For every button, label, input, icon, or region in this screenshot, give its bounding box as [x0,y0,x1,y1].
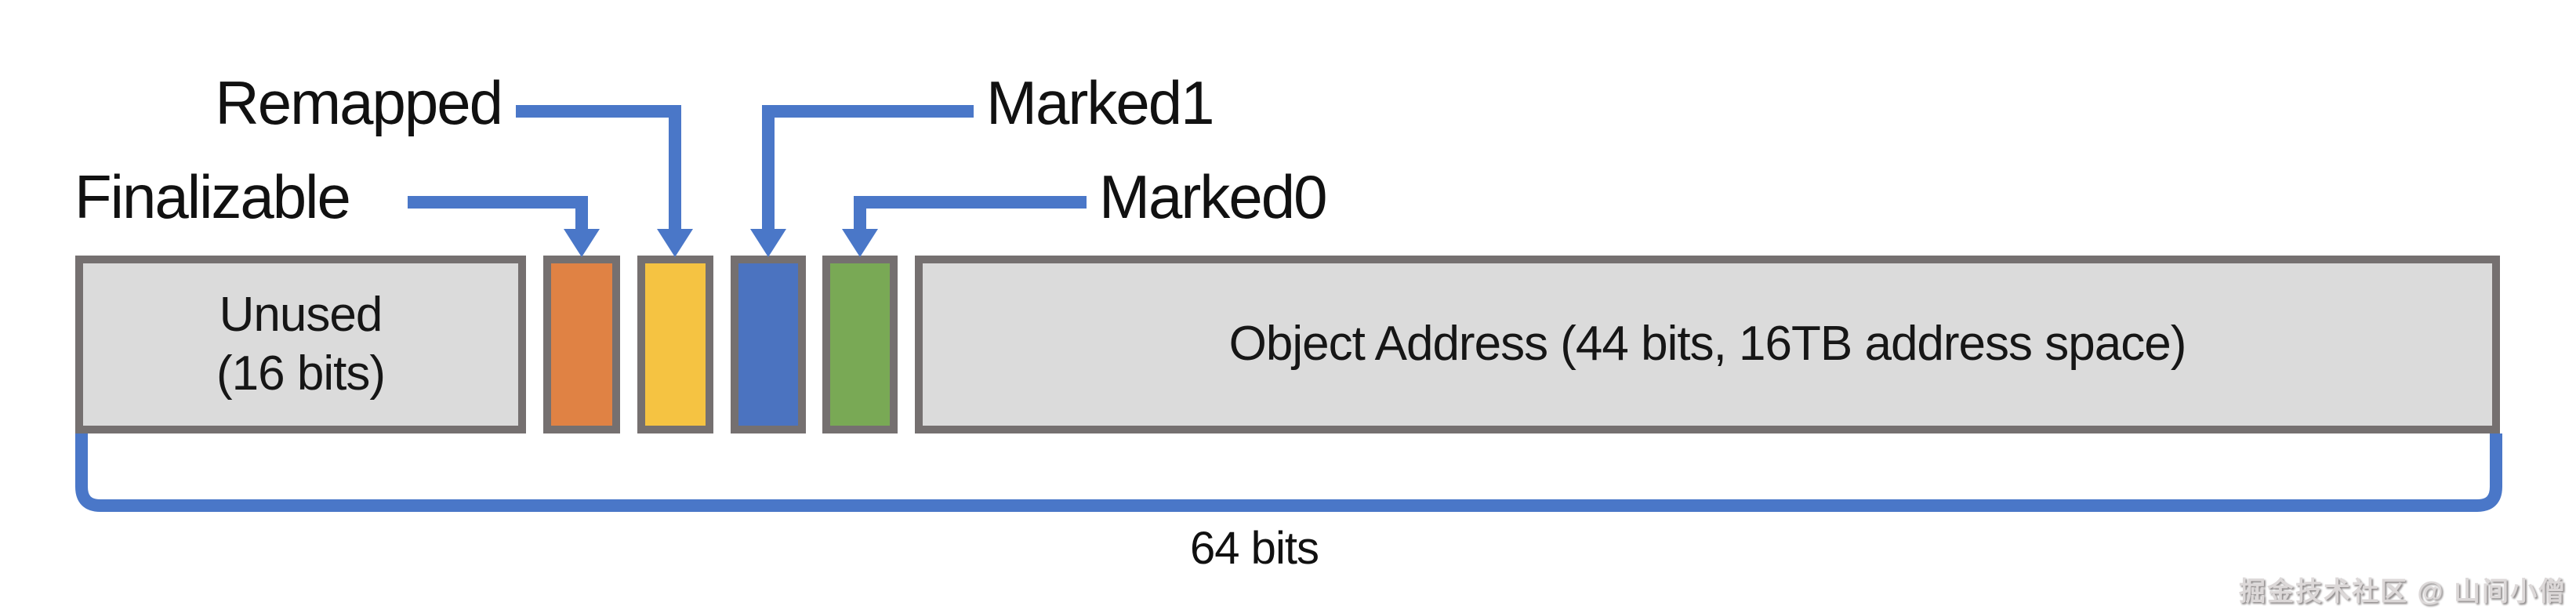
unused-field-box: Unused (16 bits) [75,256,526,433]
unused-field-label-line1: Unused [219,288,383,343]
marked1-connector-line [762,105,974,232]
remapped-connector [516,105,693,257]
finalizable-connector-line [408,196,588,232]
unused-field-label-line2: (16 bits) [216,346,386,401]
marked0-connector-line [854,196,1087,232]
remapped-connector-line [516,105,681,232]
object-address-field-label: Object Address (44 bits, 16TB address sp… [1228,317,2187,372]
watermark-text: 掘金技术社区 @ 山间小僧 [2238,577,2567,607]
arrow-down-icon [842,229,878,257]
arrow-down-icon [564,229,600,257]
total-bits-label: 64 bits [1190,523,1319,574]
arrow-down-icon [657,229,693,257]
object-address-field-box: Object Address (44 bits, 16TB address sp… [915,256,2500,433]
label-remapped: Remapped [215,68,503,137]
label-marked0: Marked0 [1099,162,1327,231]
marked1-bit-box [731,256,806,433]
total-width-bracket [75,433,2502,512]
marked1-connector [750,105,974,257]
label-finalizable: Finalizable [74,162,351,231]
label-marked1: Marked1 [986,68,1214,137]
remapped-bit-box [637,256,713,433]
finalizable-bit-box [543,256,620,433]
finalizable-connector [408,196,600,257]
arrow-down-icon [750,229,786,257]
marked0-connector [842,196,1087,257]
marked0-bit-box [822,256,898,433]
